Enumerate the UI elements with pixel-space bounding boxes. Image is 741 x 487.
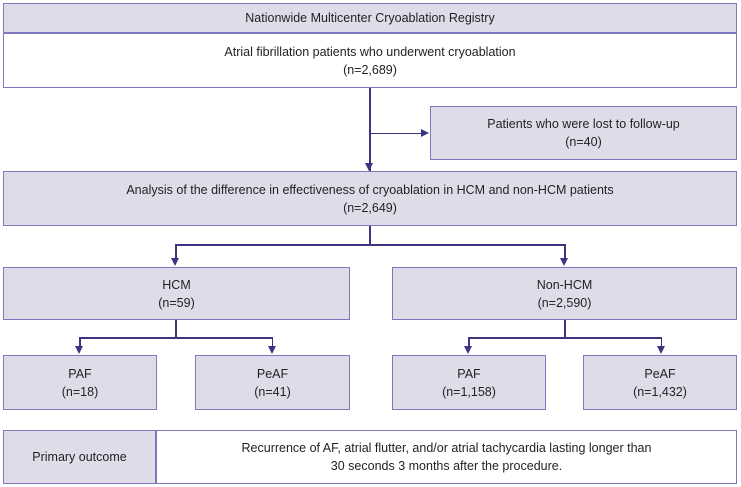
arrowhead-enrolled-to-analysis [365,163,374,171]
node-hcm: HCM (n=59) [3,267,350,320]
node-enrolled-label: Atrial fibrillation patients who underwe… [224,44,516,77]
arrowhead-nonhcm-to-peaf [656,346,665,354]
connector-analysis-to-nonhcm [564,244,566,260]
connector-hcm-split [79,337,273,339]
connector-analysis-split [175,244,565,246]
node-non-hcm-label: Non-HCM (n=2,590) [536,277,593,310]
connector-to-lost-followup [369,132,422,134]
node-hcm-peaf: PeAF (n=41) [195,355,350,410]
node-non-hcm: Non-HCM (n=2,590) [392,267,737,320]
connector-nonhcm-to-paf [468,337,470,348]
node-lost-to-followup-label: Patients who were lost to follow-up (n=4… [487,117,680,149]
node-hcm-paf-label: PAF (n=18) [61,366,99,399]
arrowhead-nonhcm-to-paf [464,346,473,354]
primary-outcome-label-text: Primary outcome [32,450,127,464]
connector-hcm-to-peaf [271,337,273,348]
node-primary-outcome-text: Recurrence of AF, atrial flutter, and/or… [156,430,737,484]
node-enrolled: Atrial fibrillation patients who underwe… [3,33,737,88]
connector-hcm-stem [175,320,177,338]
arrowhead-analysis-to-hcm [171,258,180,266]
primary-outcome-description: Recurrence of AF, atrial flutter, and/or… [241,441,652,473]
node-registry-header: Nationwide Multicenter Cryoablation Regi… [3,3,737,33]
arrowhead-to-lost-followup [421,128,429,137]
node-hcm-label: HCM (n=59) [158,277,195,310]
connector-nonhcm-split [468,337,662,339]
arrowhead-hcm-to-paf [75,346,84,354]
connector-analysis-stem [369,226,371,245]
connector-hcm-to-paf [79,337,81,348]
node-primary-outcome-label: Primary outcome [3,430,156,484]
connector-enrolled-to-analysis [369,88,371,171]
node-nonhcm-paf: PAF (n=1,158) [392,355,546,410]
node-nonhcm-paf-label: PAF (n=1,158) [442,366,496,399]
node-nonhcm-peaf: PeAF (n=1,432) [583,355,737,410]
arrowhead-hcm-to-peaf [267,346,276,354]
node-analysis: Analysis of the difference in effectiven… [3,171,737,226]
node-analysis-label: Analysis of the difference in effectiven… [126,182,614,215]
connector-analysis-to-hcm [175,244,177,260]
node-hcm-paf: PAF (n=18) [3,355,157,410]
node-nonhcm-peaf-label: PeAF (n=1,432) [633,366,687,399]
node-registry-header-label: Nationwide Multicenter Cryoablation Regi… [245,11,495,25]
node-lost-to-followup: Patients who were lost to follow-up (n=4… [430,106,737,160]
node-hcm-peaf-label: PeAF (n=41) [254,366,291,399]
connector-nonhcm-stem [564,320,566,338]
connector-nonhcm-to-peaf [660,337,662,348]
arrowhead-analysis-to-nonhcm [560,258,569,266]
